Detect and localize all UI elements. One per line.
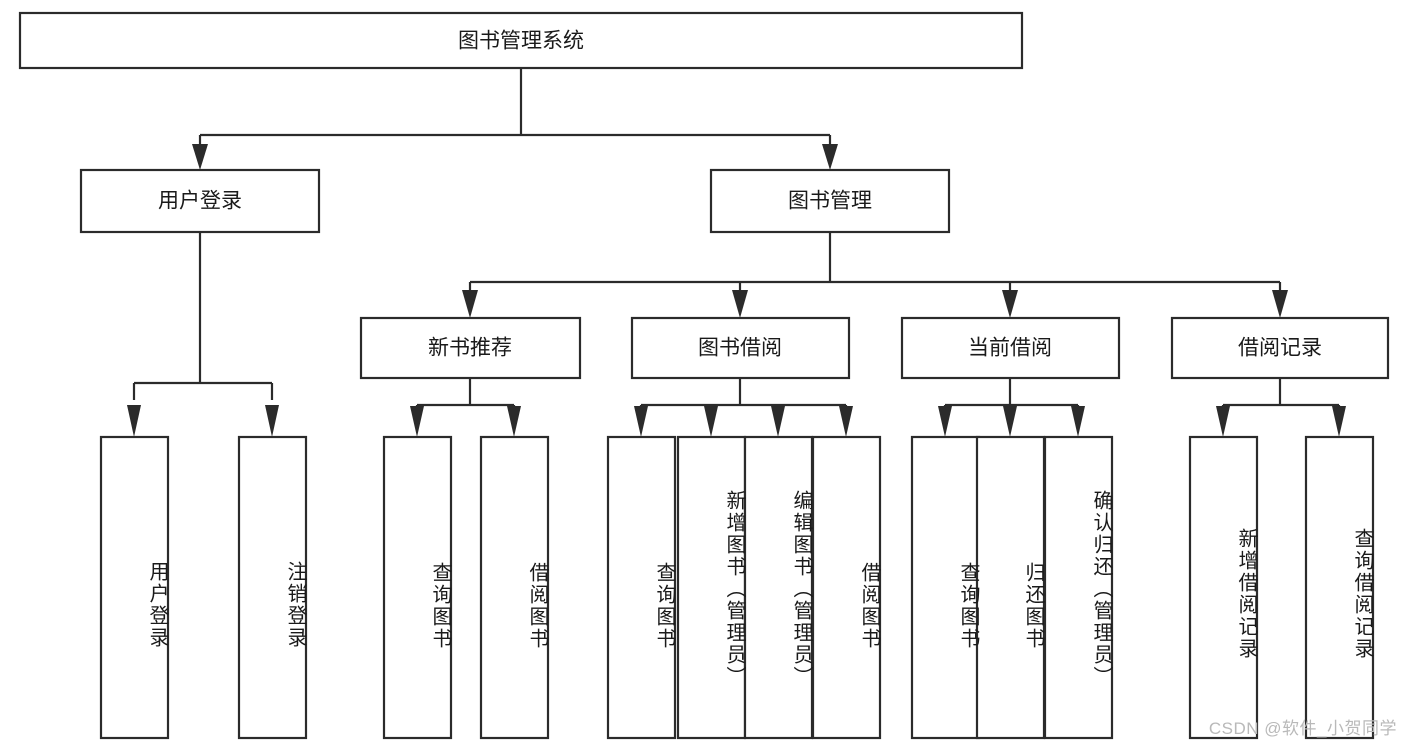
leaf-box-rec-query-book[interactable] bbox=[382, 435, 453, 740]
arrow-current-leaf-3 bbox=[1071, 406, 1085, 437]
edge-recommend-to-leaves bbox=[415, 378, 516, 412]
node-new-book-recommend[interactable]: 新书推荐 bbox=[359, 316, 582, 380]
leaf-box-borrow-borrow-book[interactable] bbox=[811, 435, 882, 740]
leaf-box-user-login[interactable] bbox=[99, 435, 170, 740]
node-book-manage-label: 图书管理 bbox=[788, 190, 872, 213]
node-root-box[interactable] bbox=[18, 11, 1024, 70]
arrow-to-book-manage bbox=[822, 144, 838, 170]
node-borrow-record-label: 借阅记录 bbox=[1238, 337, 1322, 360]
leaf-box-current-query-book[interactable] bbox=[910, 435, 981, 740]
node-root-label: 图书管理系统 bbox=[458, 30, 584, 53]
arrow-borrow-leaf-4 bbox=[839, 406, 853, 437]
edge-root-to-level2 bbox=[198, 68, 832, 152]
leaf-box-record-add[interactable] bbox=[1188, 435, 1259, 740]
edge-userlogin-to-leaves bbox=[132, 232, 274, 400]
leaf-box-current-confirm-return[interactable] bbox=[1043, 435, 1114, 740]
arrow-to-leaf-logout bbox=[265, 405, 279, 437]
arrow-current-leaf-1 bbox=[938, 406, 952, 437]
arrow-borrow-leaf-1 bbox=[634, 406, 648, 437]
arrow-borrow-leaf-3 bbox=[771, 406, 785, 437]
node-user-login-label: 用户登录 bbox=[158, 190, 242, 213]
node-book-borrow-label: 图书借阅 bbox=[698, 337, 782, 360]
node-book-borrow[interactable]: 图书借阅 bbox=[630, 316, 851, 380]
node-root[interactable]: 图书管理系统 bbox=[18, 11, 1024, 70]
leaf-box-logout[interactable] bbox=[237, 435, 308, 740]
edge-borrow-to-leaves bbox=[639, 378, 848, 412]
leaf-box-current-return-book[interactable] bbox=[975, 435, 1046, 740]
leaf-box-borrow-add-book[interactable] bbox=[676, 435, 747, 740]
leaf-box-borrow-edit-book[interactable] bbox=[743, 435, 814, 740]
node-borrow-record-box[interactable] bbox=[1170, 316, 1390, 380]
node-user-login-box[interactable] bbox=[79, 168, 321, 234]
node-book-manage[interactable]: 图书管理 bbox=[709, 168, 951, 234]
arrow-to-borrow-record bbox=[1272, 290, 1288, 318]
leaf-box-record-query[interactable] bbox=[1304, 435, 1375, 740]
node-book-manage-box[interactable] bbox=[709, 168, 951, 234]
leaf-box-borrow-query-book[interactable] bbox=[606, 435, 677, 740]
edge-record-to-leaves bbox=[1221, 378, 1341, 412]
connector-layer bbox=[127, 68, 1346, 437]
arrow-record-leaf-2 bbox=[1332, 406, 1346, 437]
arrow-rec-leaf-1 bbox=[410, 406, 424, 437]
node-user-login[interactable]: 用户登录 bbox=[79, 168, 321, 234]
arrow-current-leaf-2 bbox=[1003, 406, 1017, 437]
arrow-to-leaf-user-login bbox=[127, 405, 141, 437]
arrow-to-book-borrow bbox=[732, 290, 748, 318]
arrow-record-leaf-1 bbox=[1216, 406, 1230, 437]
node-borrow-record[interactable]: 借阅记录 bbox=[1170, 316, 1390, 380]
node-current-borrow-label: 当前借阅 bbox=[968, 337, 1052, 360]
arrow-borrow-leaf-2 bbox=[704, 406, 718, 437]
arrow-rec-leaf-2 bbox=[507, 406, 521, 437]
node-layer: 图书管理系统 用户登录 图书管理 新书推荐 图书借阅 bbox=[18, 11, 1390, 740]
arrow-to-user-login bbox=[192, 144, 208, 170]
node-book-borrow-box[interactable] bbox=[630, 316, 851, 380]
node-current-borrow[interactable]: 当前借阅 bbox=[900, 316, 1121, 380]
node-current-borrow-box[interactable] bbox=[900, 316, 1121, 380]
node-new-book-recommend-box[interactable] bbox=[359, 316, 582, 380]
leaf-box-rec-borrow-book[interactable] bbox=[479, 435, 550, 740]
node-new-book-recommend-label: 新书推荐 bbox=[428, 337, 512, 360]
arrow-to-current-borrow bbox=[1002, 290, 1018, 318]
arrow-to-new-book-recommend bbox=[462, 290, 478, 318]
edge-bookmanage-to-level3 bbox=[468, 232, 1282, 296]
